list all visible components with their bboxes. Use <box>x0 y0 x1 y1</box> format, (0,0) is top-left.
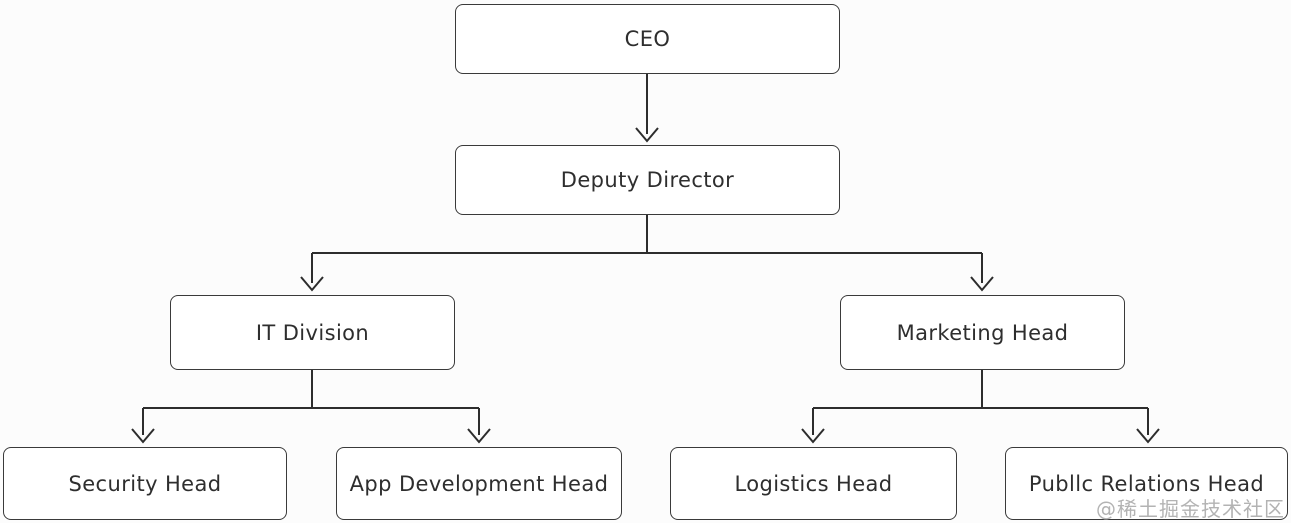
edge-it-children <box>131 370 491 444</box>
edge-marketing-children <box>801 370 1160 444</box>
org-node-logistics-head: Logistics Head <box>670 447 957 520</box>
org-node-app-development-head: App Development Head <box>336 447 622 520</box>
edge-deputy-children <box>300 215 994 292</box>
org-node-ceo: CEO <box>455 4 840 74</box>
org-node-it-division: IT Division <box>170 295 455 370</box>
org-node-security-head: Security Head <box>3 447 287 520</box>
org-node-deputy-director: Deputy Director <box>455 145 840 215</box>
org-node-public-relations-head: Publlc Relations Head <box>1005 447 1288 520</box>
org-node-marketing-head: Marketing Head <box>840 295 1125 370</box>
edge-ceo-deputy <box>635 74 659 143</box>
